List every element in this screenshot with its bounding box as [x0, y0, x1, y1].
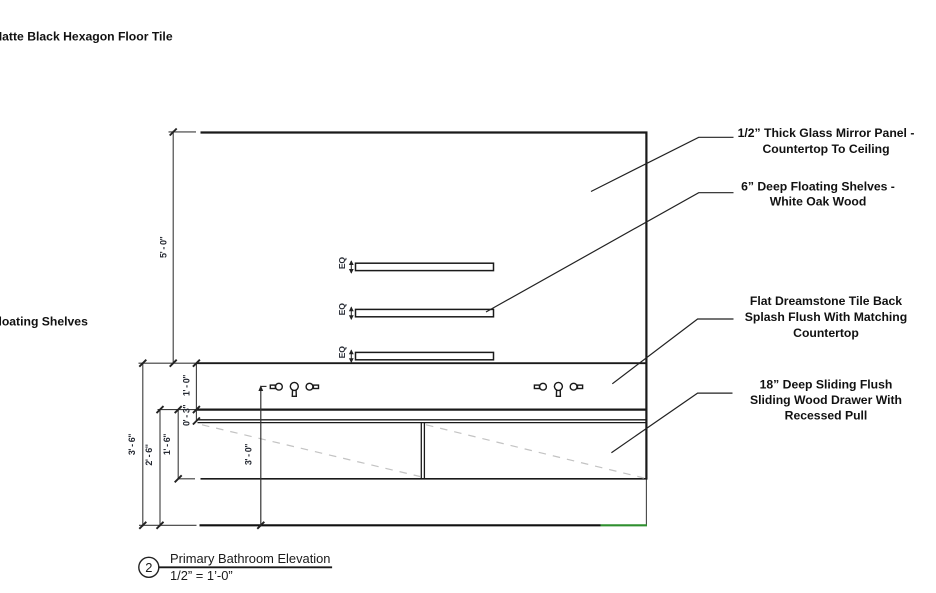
svg-text:Matte Black Hexagon Floor Tile: Matte Black Hexagon Floor Tile — [0, 30, 173, 44]
svg-text:Splash Flush With Matching: Splash Flush With Matching — [745, 310, 907, 324]
svg-text:3' - 0": 3' - 0" — [244, 444, 254, 465]
svg-text:EQ: EQ — [337, 257, 347, 270]
svg-text:1/2” Thick Glass Mirror Panel: 1/2” Thick Glass Mirror Panel - — [738, 126, 915, 140]
svg-text:18” Deep Sliding Flush: 18” Deep Sliding Flush — [760, 378, 893, 392]
svg-text:Countertop: Countertop — [793, 326, 859, 340]
svg-text:3' - 6": 3' - 6" — [127, 434, 137, 455]
svg-text:EQ: EQ — [337, 303, 347, 316]
svg-text:2' - 6": 2' - 6" — [144, 444, 154, 465]
svg-text:EQ: EQ — [337, 346, 347, 359]
svg-text:Flat Dreamstone Tile Back: Flat Dreamstone Tile Back — [750, 294, 902, 308]
svg-text:Recessed Pull: Recessed Pull — [785, 409, 868, 423]
svg-text:1/2” = 1’-0”: 1/2” = 1’-0” — [170, 568, 233, 583]
svg-text:White Oak Wood: White Oak Wood — [770, 195, 867, 209]
svg-text:2: 2 — [145, 560, 152, 575]
svg-text:Primary Bathroom Elevation: Primary Bathroom Elevation — [170, 551, 330, 566]
svg-text:5' - 0": 5' - 0" — [159, 236, 169, 257]
svg-text:Countertop To Ceiling: Countertop To Ceiling — [762, 142, 889, 156]
svg-text:Floating Shelves: Floating Shelves — [0, 315, 88, 329]
svg-text:1' - 6": 1' - 6" — [162, 434, 172, 455]
svg-text:Sliding Wood Drawer With: Sliding Wood Drawer With — [750, 393, 902, 407]
svg-text:0' - 3": 0' - 3" — [182, 405, 192, 426]
svg-text:6” Deep Floating Shelves -: 6” Deep Floating Shelves - — [741, 180, 895, 194]
svg-text:1' - 0": 1' - 0" — [182, 375, 192, 396]
